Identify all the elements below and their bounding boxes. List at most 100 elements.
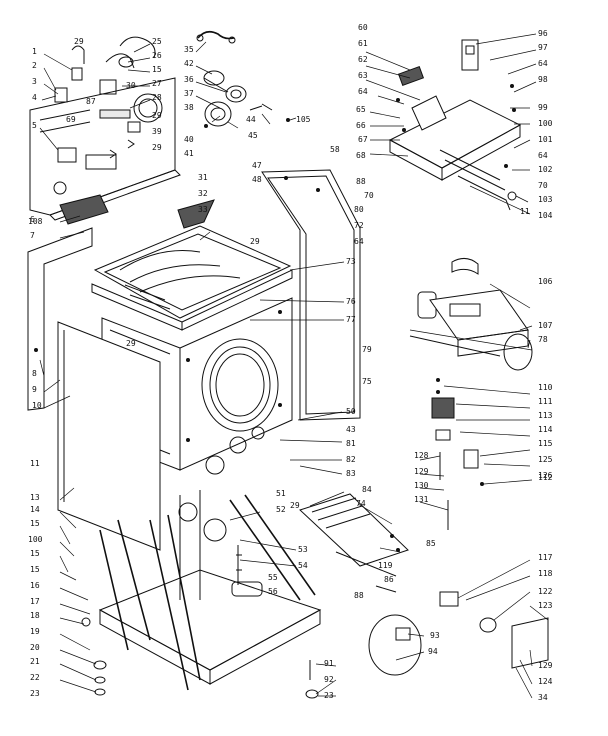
callout-number: 131 xyxy=(414,495,429,504)
callout-number: 88 xyxy=(356,177,366,186)
callout-number: 41 xyxy=(184,149,194,158)
callout-number: 7 xyxy=(30,231,35,240)
cabinet-top xyxy=(91,199,293,331)
callout-number: 40 xyxy=(184,135,194,144)
callout-number: 100 xyxy=(538,119,553,128)
callout-number: 63 xyxy=(358,71,368,80)
callout-number: 129 xyxy=(538,661,553,670)
callout-number: 92 xyxy=(324,675,334,684)
cabinet-side-panel xyxy=(261,169,361,421)
callout-number: 6 xyxy=(30,215,35,224)
callout-number: 16 xyxy=(30,581,40,590)
callout-number: 13 xyxy=(30,493,40,502)
callout-number: 43 xyxy=(346,425,356,434)
callout-number: 80 xyxy=(354,205,364,214)
callout-number: 35 xyxy=(184,45,194,54)
callout-number: 104 xyxy=(538,211,553,220)
callout-number: 23 xyxy=(324,691,334,700)
base-frame xyxy=(81,490,322,696)
callout-number: 129 xyxy=(414,467,429,476)
callout-number: 47 xyxy=(252,161,262,170)
callout-number: 33 xyxy=(198,205,208,214)
callout-number: 45 xyxy=(248,131,258,140)
callout-number: 122 xyxy=(538,587,553,596)
callout-number: 55 xyxy=(268,573,278,582)
callout-number: 81 xyxy=(346,439,356,448)
callout-number: 15 xyxy=(152,65,162,74)
callout-number: 88 xyxy=(354,591,364,600)
callout-number: 79 xyxy=(362,345,372,354)
callout-number: 126 xyxy=(538,471,553,480)
callout-number: 39 xyxy=(152,127,162,136)
callout-number: 56 xyxy=(268,587,278,596)
callout-number: 117 xyxy=(538,553,553,562)
callout-number: 106 xyxy=(538,277,553,286)
callout-number: 21 xyxy=(30,657,40,666)
callout-number: 18 xyxy=(30,611,40,620)
callout-number: 30 xyxy=(126,81,136,90)
bottom-right-parts xyxy=(305,591,549,699)
callout-number: 58 xyxy=(330,145,340,154)
callout-number: 28 xyxy=(152,93,162,102)
callout-number: 17 xyxy=(30,597,40,606)
callout-number: 2 xyxy=(32,61,37,70)
callout-number: 99 xyxy=(538,103,548,112)
callout-number: 29 xyxy=(152,143,162,152)
callout-number: 128 xyxy=(414,451,429,460)
callout-number: 19 xyxy=(30,627,40,636)
callout-number: 5 xyxy=(32,121,37,130)
callout-number: 84 xyxy=(362,485,372,494)
callout-number: 105 xyxy=(296,115,311,124)
callout-number: 97 xyxy=(538,43,548,52)
callout-number: 73 xyxy=(346,257,356,266)
callout-number: 64 xyxy=(354,237,364,246)
callout-number: 42 xyxy=(184,59,194,68)
callout-number: 22 xyxy=(30,673,40,682)
callout-number: 96 xyxy=(538,29,548,38)
callout-number: 15 xyxy=(30,519,40,528)
callout-number: 87 xyxy=(86,97,96,106)
callout-number: 102 xyxy=(538,165,553,174)
callout-number: 64 xyxy=(538,59,548,68)
callout-number: 110 xyxy=(538,383,553,392)
callout-number: 119 xyxy=(378,561,393,570)
callout-number: 50 xyxy=(346,407,356,416)
callout-number: 114 xyxy=(538,425,553,434)
callout-number: 11 xyxy=(30,459,40,468)
callout-number: 44 xyxy=(246,115,256,124)
callout-number: 34 xyxy=(538,693,548,702)
callout-number: 70 xyxy=(538,181,548,190)
dispenser-assembly xyxy=(409,258,533,371)
callout-number: 25 xyxy=(152,37,162,46)
control-housing xyxy=(388,39,522,211)
cabinet-front-panel xyxy=(57,321,161,551)
callout-number: 75 xyxy=(362,377,372,386)
callout-number: 54 xyxy=(298,561,308,570)
callout-number: 29 xyxy=(152,111,162,120)
rear-control-panel xyxy=(29,77,181,225)
callout-number: 10 xyxy=(32,401,42,410)
callout-number: 115 xyxy=(538,439,553,448)
callout-number: 124 xyxy=(538,677,553,686)
callout-number: 61 xyxy=(358,39,368,48)
callout-number: 64 xyxy=(358,87,368,96)
callout-number: 31 xyxy=(198,173,208,182)
callout-number: 130 xyxy=(414,481,429,490)
callout-number: 77 xyxy=(346,315,356,324)
callout-number: 4 xyxy=(32,93,37,102)
callout-number: 9 xyxy=(32,385,37,394)
callout-number: 29 xyxy=(74,37,84,46)
callout-number: 67 xyxy=(358,135,368,144)
callout-number: 78 xyxy=(538,335,548,344)
pump-parts xyxy=(431,378,484,530)
callout-number: 8 xyxy=(32,369,37,378)
cabinet-rear-frame xyxy=(27,227,93,411)
callout-number: 3 xyxy=(32,77,37,86)
callout-number: 125 xyxy=(538,455,553,464)
callout-number: 14 xyxy=(30,505,40,514)
callout-number: 98 xyxy=(538,75,548,84)
callout-labels: 1234567891011131415100151516171819202122… xyxy=(28,23,553,702)
callout-number: 82 xyxy=(346,455,356,464)
callout-number: 101 xyxy=(538,135,553,144)
